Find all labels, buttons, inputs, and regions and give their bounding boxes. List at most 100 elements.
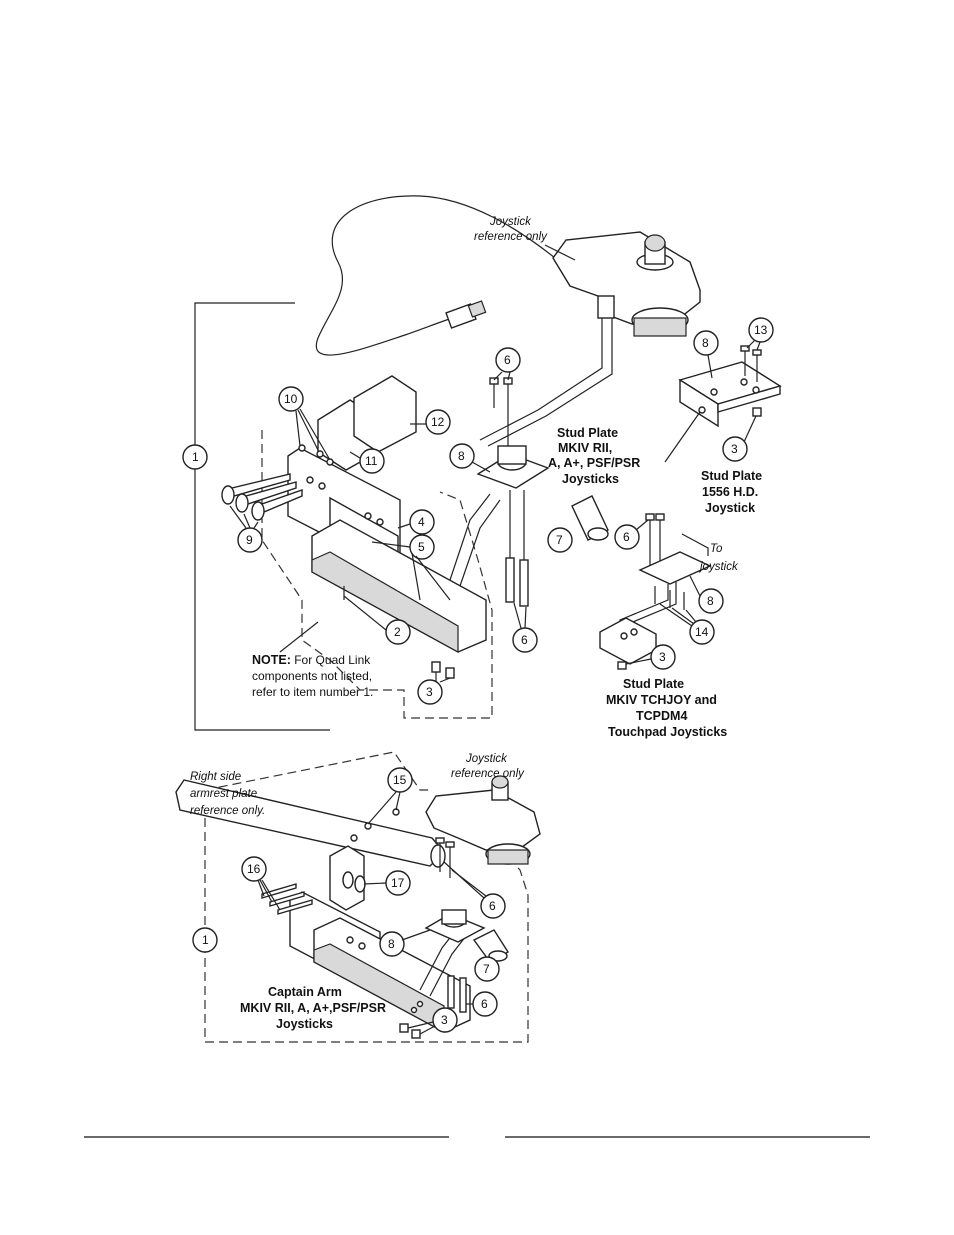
label-stud-plate-touch-3: TCPDM4 bbox=[636, 709, 687, 723]
label-to-joystick-2: joystick bbox=[698, 561, 739, 573]
callout-10 bbox=[278, 386, 304, 412]
parts-item-17 bbox=[342, 871, 366, 893]
callout-6-touch bbox=[614, 524, 640, 550]
callout-17-num: 17 bbox=[391, 876, 405, 890]
callout-6-captain-lower-num: 6 bbox=[481, 997, 488, 1011]
callout-14-num: 14 bbox=[695, 625, 709, 639]
label-joystick-ref-top-2: reference only bbox=[474, 231, 548, 243]
stud-plate-1556 bbox=[678, 345, 782, 428]
callout-16 bbox=[241, 856, 267, 882]
callout-8-touch bbox=[698, 588, 724, 614]
callout-6-captain-upper bbox=[480, 893, 506, 919]
stud-plate-captain bbox=[424, 909, 486, 943]
label-joystick-ref-top-1: Joystick bbox=[489, 216, 532, 228]
callout-3-1556-num: 3 bbox=[731, 442, 738, 456]
bolts-item-9 bbox=[221, 473, 303, 521]
callout-2 bbox=[385, 619, 411, 645]
callout-11 bbox=[359, 448, 385, 474]
note-text-2: components not listed, bbox=[252, 669, 372, 683]
callout-3-1556 bbox=[722, 436, 748, 462]
joystick-cable bbox=[315, 195, 556, 356]
callout-6-captain-upper-num: 6 bbox=[489, 899, 496, 913]
callout-8-touch-num: 8 bbox=[707, 594, 714, 608]
callout-3-captain bbox=[432, 1007, 458, 1033]
callout-16-num: 16 bbox=[247, 862, 261, 876]
label-stud-plate-mkiv-4: Joysticks bbox=[562, 472, 619, 486]
callout-2-num: 2 bbox=[394, 625, 401, 639]
label-right-side-2: armrest plate bbox=[190, 788, 257, 800]
joystick-top bbox=[552, 231, 701, 337]
callout-7-captain bbox=[474, 956, 500, 982]
label-to-joystick-1: To bbox=[710, 543, 723, 555]
bolts-item-6-captain-upper bbox=[435, 837, 455, 878]
callout-12-num: 12 bbox=[431, 415, 445, 429]
callout-3-main-num: 3 bbox=[426, 685, 433, 699]
nuts-item-3-main bbox=[431, 661, 455, 679]
callout-8-main-num: 8 bbox=[458, 449, 465, 463]
label-captain-2: MKIV RII, A, A+,PSF/PSR bbox=[240, 1001, 386, 1015]
mount-tube-top bbox=[479, 318, 613, 447]
note-text-1: NOTE: For Quad Link bbox=[252, 653, 371, 667]
label-stud-plate-mkiv-2: MKIV RII, bbox=[558, 441, 612, 455]
callout-5-num: 5 bbox=[418, 540, 425, 554]
callout-1-bottom bbox=[192, 927, 218, 953]
label-stud-plate-mkiv-1: Stud Plate bbox=[557, 426, 618, 440]
label-joystick-ref-bottom-1: Joystick bbox=[465, 753, 508, 765]
callout-4 bbox=[409, 509, 435, 535]
callout-3-captain-num: 3 bbox=[441, 1013, 448, 1027]
label-stud-plate-touch-4: Touchpad Joysticks bbox=[608, 725, 727, 739]
callout-8-captain-num: 8 bbox=[388, 937, 395, 951]
callout-7-main bbox=[547, 527, 573, 553]
bracket-item-12 bbox=[353, 375, 417, 453]
callout-15-num: 15 bbox=[393, 773, 407, 787]
mount-bracket-main-top bbox=[287, 447, 487, 654]
label-captain-3: Joysticks bbox=[276, 1017, 333, 1031]
callout-8-main bbox=[449, 443, 475, 469]
callout-1-top-num: 1 bbox=[192, 450, 199, 464]
armrest-plate bbox=[175, 779, 446, 868]
callout-6-top bbox=[495, 347, 521, 373]
label-stud-plate-1556-3: Joystick bbox=[705, 501, 755, 515]
mount-bracket-captain bbox=[289, 845, 471, 1034]
label-right-side-1: Right side bbox=[190, 771, 241, 783]
cable-connector bbox=[445, 300, 487, 329]
callout-7-captain-num: 7 bbox=[483, 962, 490, 976]
callout-1-top bbox=[182, 444, 208, 470]
callout-4-num: 4 bbox=[418, 515, 425, 529]
bolts-item-6-captain-lower bbox=[447, 975, 467, 1013]
callout-7-main-num: 7 bbox=[556, 533, 563, 547]
assembly-bracket-top bbox=[194, 302, 330, 731]
callout-9-num: 9 bbox=[246, 533, 253, 547]
callout-3-touch bbox=[650, 644, 676, 670]
label-stud-plate-touch-1: Stud Plate bbox=[623, 677, 684, 691]
label-stud-plate-1556-1: Stud Plate bbox=[701, 469, 762, 483]
callout-13 bbox=[748, 317, 774, 343]
callout-10-num: 10 bbox=[284, 392, 298, 406]
label-joystick-ref-bottom-2: reference only bbox=[451, 768, 525, 780]
joystick-bottom bbox=[425, 775, 541, 865]
label-stud-plate-touch-2: MKIV TCHJOY and bbox=[606, 693, 717, 707]
callout-8-captain bbox=[379, 931, 405, 957]
bolts-item-6-lower bbox=[505, 490, 529, 607]
mount-tube-mid bbox=[449, 493, 501, 587]
stud-plate-top bbox=[476, 445, 550, 489]
callout-1-bottom-num: 1 bbox=[202, 933, 209, 947]
label-stud-plate-mkiv-3: A, A+, PSF/PSR bbox=[548, 456, 640, 470]
callout-13-num: 13 bbox=[754, 323, 768, 337]
label-stud-plate-1556-2: 1556 H.D. bbox=[702, 485, 758, 499]
callout-3-touch-num: 3 bbox=[659, 650, 666, 664]
dashed-outline-top bbox=[261, 430, 493, 719]
callout-6-bottom-num: 6 bbox=[521, 633, 528, 647]
callout-8-1556 bbox=[693, 330, 719, 356]
label-captain-1: Captain Arm bbox=[268, 985, 342, 999]
knob-item-7-top bbox=[571, 495, 609, 541]
callout-8-1556-num: 8 bbox=[702, 336, 709, 350]
note-text-3: refer to item number 1. bbox=[252, 685, 373, 699]
callout-14 bbox=[689, 619, 715, 645]
callout-3-main bbox=[417, 679, 443, 705]
label-right-side-3: reference only. bbox=[190, 805, 265, 817]
callout-6-top-num: 6 bbox=[504, 353, 511, 367]
callout-11-num: 11 bbox=[365, 454, 378, 468]
callout-12 bbox=[425, 409, 451, 435]
